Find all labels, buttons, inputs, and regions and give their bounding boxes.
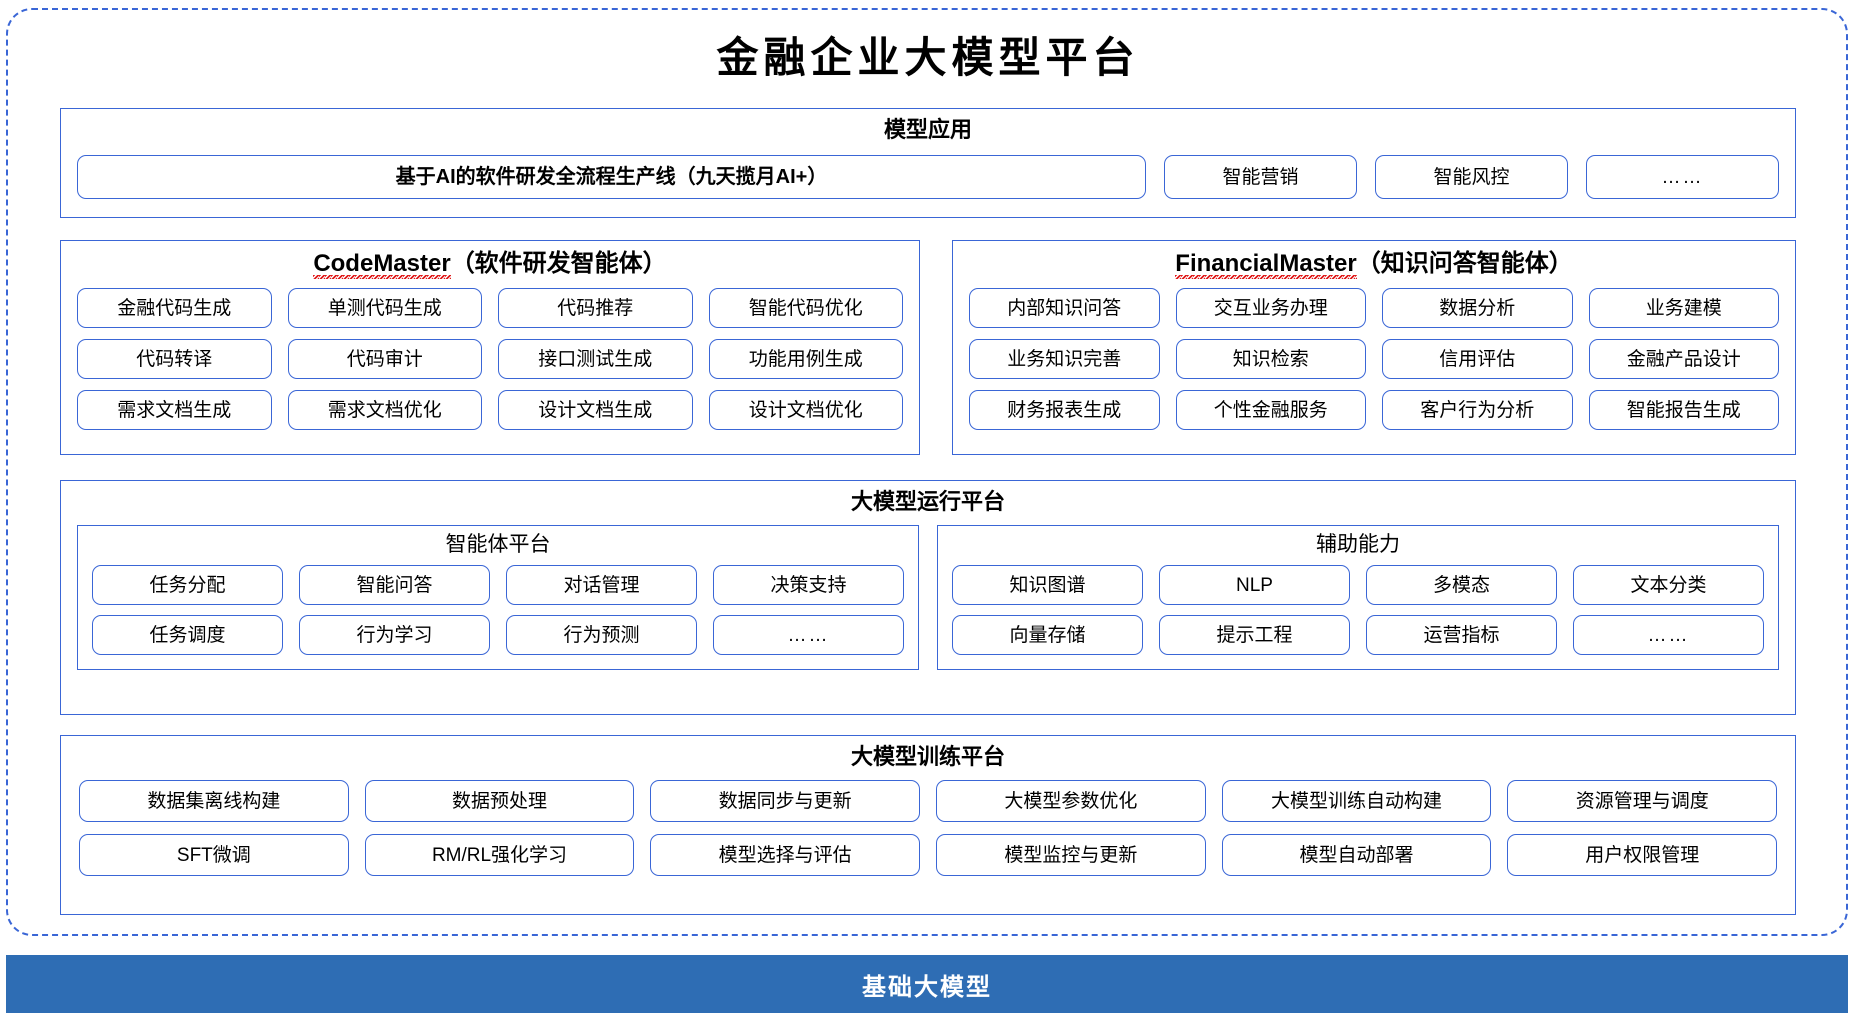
training-item-data-preprocessing[interactable]: 数据预处理 xyxy=(364,780,635,822)
financialmaster-row-3: 财务报表生成 个性金融服务 客户行为分析 智能报告生成 xyxy=(969,390,1779,431)
training-platform-panel: 大模型训练平台 数据集离线构建 数据预处理 数据同步与更新 大模型参数优化 大模… xyxy=(60,735,1796,915)
training-platform-heading: 大模型训练平台 xyxy=(850,744,1005,769)
financialmaster-name: FinancialMaster xyxy=(1175,250,1357,279)
auxiliary-item-knowledge-graph[interactable]: 知识图谱 xyxy=(952,565,1143,605)
auxiliary-item-nlp[interactable]: NLP xyxy=(1159,565,1350,605)
agent-platform-item-task-scheduling[interactable]: 任务调度 xyxy=(92,615,283,655)
codemaster-item-unittest-code-gen[interactable]: 单测代码生成 xyxy=(287,288,482,329)
financialmaster-item-product-design[interactable]: 金融产品设计 xyxy=(1588,339,1779,380)
training-item-model-selection-eval[interactable]: 模型选择与评估 xyxy=(650,834,921,876)
agent-platform-item-smart-qa[interactable]: 智能问答 xyxy=(299,565,490,605)
training-item-dataset-offline-build[interactable]: 数据集离线构建 xyxy=(79,780,349,822)
financialmaster-item-credit-assessment[interactable]: 信用评估 xyxy=(1382,339,1573,380)
financialmaster-item-data-analysis[interactable]: 数据分析 xyxy=(1382,288,1573,329)
financialmaster-item-smart-report-gen[interactable]: 智能报告生成 xyxy=(1588,390,1779,431)
app-item-marketing[interactable]: 智能营销 xyxy=(1164,155,1357,199)
financialmaster-item-financial-report-gen[interactable]: 财务报表生成 xyxy=(969,390,1160,431)
model-application-items: 基于AI的软件研发全流程生产线（九天揽月AI+） 智能营销 智能风控 …… xyxy=(77,155,1779,199)
codemaster-item-req-doc-optimize[interactable]: 需求文档优化 xyxy=(287,390,482,431)
financialmaster-item-knowledge-retrieval[interactable]: 知识检索 xyxy=(1175,339,1366,380)
agent-platform-item-task-allocation[interactable]: 任务分配 xyxy=(92,565,283,605)
foundation-model-bar: 基础大模型 xyxy=(6,955,1848,1013)
financialmaster-item-customer-behavior[interactable]: 客户行为分析 xyxy=(1382,390,1573,431)
codemaster-row-3: 需求文档生成 需求文档优化 设计文档生成 设计文档优化 xyxy=(77,390,903,431)
training-item-auto-training-build[interactable]: 大模型训练自动构建 xyxy=(1221,780,1492,822)
codemaster-panel: CodeMaster（软件研发智能体） 金融代码生成 单测代码生成 代码推荐 智… xyxy=(60,240,920,455)
financialmaster-heading: FinancialMaster（知识问答智能体） xyxy=(953,250,1795,279)
financialmaster-suffix: （知识问答智能体） xyxy=(1356,250,1573,277)
codemaster-item-code-recommend[interactable]: 代码推荐 xyxy=(498,288,693,329)
auxiliary-capability-row-2: 向量存储 提示工程 运营指标 …… xyxy=(952,615,1764,655)
financialmaster-row-2: 业务知识完善 知识检索 信用评估 金融产品设计 xyxy=(969,339,1779,380)
financialmaster-row-1: 内部知识问答 交互业务办理 数据分析 业务建模 xyxy=(969,288,1779,329)
auxiliary-item-vector-storage[interactable]: 向量存储 xyxy=(952,615,1143,655)
financialmaster-item-internal-kb-qa[interactable]: 内部知识问答 xyxy=(969,288,1160,329)
agent-platform-item-behavior-prediction[interactable]: 行为预测 xyxy=(506,615,697,655)
auxiliary-item-operation-metrics[interactable]: 运营指标 xyxy=(1366,615,1557,655)
codemaster-item-code-audit[interactable]: 代码审计 xyxy=(287,339,482,380)
app-item-more[interactable]: …… xyxy=(1586,155,1779,199)
codemaster-heading: CodeMaster（软件研发智能体） xyxy=(61,250,919,279)
codemaster-item-financial-code-gen[interactable]: 金融代码生成 xyxy=(77,288,272,329)
auxiliary-item-more[interactable]: …… xyxy=(1573,615,1764,655)
financialmaster-item-business-knowledge[interactable]: 业务知识完善 xyxy=(969,339,1160,380)
agent-platform-heading: 智能体平台 xyxy=(445,533,551,556)
training-item-resource-management[interactable]: 资源管理与调度 xyxy=(1507,780,1778,822)
financialmaster-item-personalized-service[interactable]: 个性金融服务 xyxy=(1175,390,1366,431)
model-application-heading: 模型应用 xyxy=(883,117,972,142)
training-item-rm-rl[interactable]: RM/RL强化学习 xyxy=(364,834,635,876)
agent-platform-row-2: 任务调度 行为学习 行为预测 …… xyxy=(92,615,904,655)
agent-platform-subpanel: 智能体平台 任务分配 智能问答 对话管理 决策支持 任务调度 行为学习 行为预测… xyxy=(77,525,919,670)
codemaster-item-req-doc-gen[interactable]: 需求文档生成 xyxy=(77,390,272,431)
codemaster-item-code-translate[interactable]: 代码转译 xyxy=(77,339,272,380)
codemaster-item-api-test-gen[interactable]: 接口测试生成 xyxy=(498,339,693,380)
agent-platform-item-dialog-management[interactable]: 对话管理 xyxy=(506,565,697,605)
foundation-model-label: 基础大模型 xyxy=(862,973,992,1001)
training-item-model-monitor-update[interactable]: 模型监控与更新 xyxy=(936,834,1206,876)
agent-platform-row-1: 任务分配 智能问答 对话管理 决策支持 xyxy=(92,565,904,605)
runtime-platform-panel: 大模型运行平台 智能体平台 任务分配 智能问答 对话管理 决策支持 任务调度 行… xyxy=(60,480,1796,715)
agent-platform-item-decision-support[interactable]: 决策支持 xyxy=(713,565,904,605)
app-item-risk-control[interactable]: 智能风控 xyxy=(1375,155,1568,199)
runtime-platform-heading: 大模型运行平台 xyxy=(850,489,1005,514)
app-item-primary[interactable]: 基于AI的软件研发全流程生产线（九天揽月AI+） xyxy=(77,155,1146,199)
auxiliary-capability-subpanel: 辅助能力 知识图谱 NLP 多模态 文本分类 向量存储 提示工程 运营指标 …… xyxy=(937,525,1779,670)
training-item-sft-finetune[interactable]: SFT微调 xyxy=(79,834,349,876)
training-platform-items: 数据集离线构建 数据预处理 数据同步与更新 大模型参数优化 大模型训练自动构建 … xyxy=(79,780,1778,876)
training-item-model-auto-deploy[interactable]: 模型自动部署 xyxy=(1221,834,1492,876)
auxiliary-item-multimodal[interactable]: 多模态 xyxy=(1366,565,1557,605)
codemaster-item-function-case-gen[interactable]: 功能用例生成 xyxy=(708,339,903,380)
financialmaster-panel: FinancialMaster（知识问答智能体） 内部知识问答 交互业务办理 数… xyxy=(952,240,1796,455)
page-title: 金融企业大模型平台 xyxy=(716,33,1140,82)
codemaster-item-design-doc-gen[interactable]: 设计文档生成 xyxy=(498,390,693,431)
codemaster-items: 金融代码生成 单测代码生成 代码推荐 智能代码优化 代码转译 代码审计 接口测试… xyxy=(77,288,903,431)
financialmaster-item-interactive-business[interactable]: 交互业务办理 xyxy=(1175,288,1366,329)
model-application-panel: 模型应用 基于AI的软件研发全流程生产线（九天揽月AI+） 智能营销 智能风控 … xyxy=(60,108,1796,218)
auxiliary-capability-row-1: 知识图谱 NLP 多模态 文本分类 xyxy=(952,565,1764,605)
codemaster-row-2: 代码转译 代码审计 接口测试生成 功能用例生成 xyxy=(77,339,903,380)
codemaster-name: CodeMaster xyxy=(313,250,451,279)
codemaster-row-1: 金融代码生成 单测代码生成 代码推荐 智能代码优化 xyxy=(77,288,903,329)
training-platform-row-1: 数据集离线构建 数据预处理 数据同步与更新 大模型参数优化 大模型训练自动构建 … xyxy=(79,780,1778,822)
training-platform-row-2: SFT微调 RM/RL强化学习 模型选择与评估 模型监控与更新 模型自动部署 用… xyxy=(79,834,1778,876)
training-item-data-sync-update[interactable]: 数据同步与更新 xyxy=(650,780,921,822)
auxiliary-item-prompt-engineering[interactable]: 提示工程 xyxy=(1159,615,1350,655)
agent-platform-item-more[interactable]: …… xyxy=(713,615,904,655)
codemaster-item-design-doc-optimize[interactable]: 设计文档优化 xyxy=(708,390,903,431)
agent-platform-item-behavior-learning[interactable]: 行为学习 xyxy=(299,615,490,655)
codemaster-suffix: （软件研发智能体） xyxy=(450,250,667,277)
training-item-param-optimization[interactable]: 大模型参数优化 xyxy=(936,780,1206,822)
financialmaster-item-business-modeling[interactable]: 业务建模 xyxy=(1588,288,1779,329)
training-item-user-permission[interactable]: 用户权限管理 xyxy=(1507,834,1778,876)
runtime-platform-sections: 智能体平台 任务分配 智能问答 对话管理 决策支持 任务调度 行为学习 行为预测… xyxy=(77,525,1779,670)
auxiliary-item-text-classification[interactable]: 文本分类 xyxy=(1573,565,1764,605)
financialmaster-items: 内部知识问答 交互业务办理 数据分析 业务建模 业务知识完善 知识检索 信用评估… xyxy=(969,288,1779,431)
auxiliary-capability-heading: 辅助能力 xyxy=(1316,533,1400,556)
codemaster-item-smart-code-optimize[interactable]: 智能代码优化 xyxy=(708,288,903,329)
